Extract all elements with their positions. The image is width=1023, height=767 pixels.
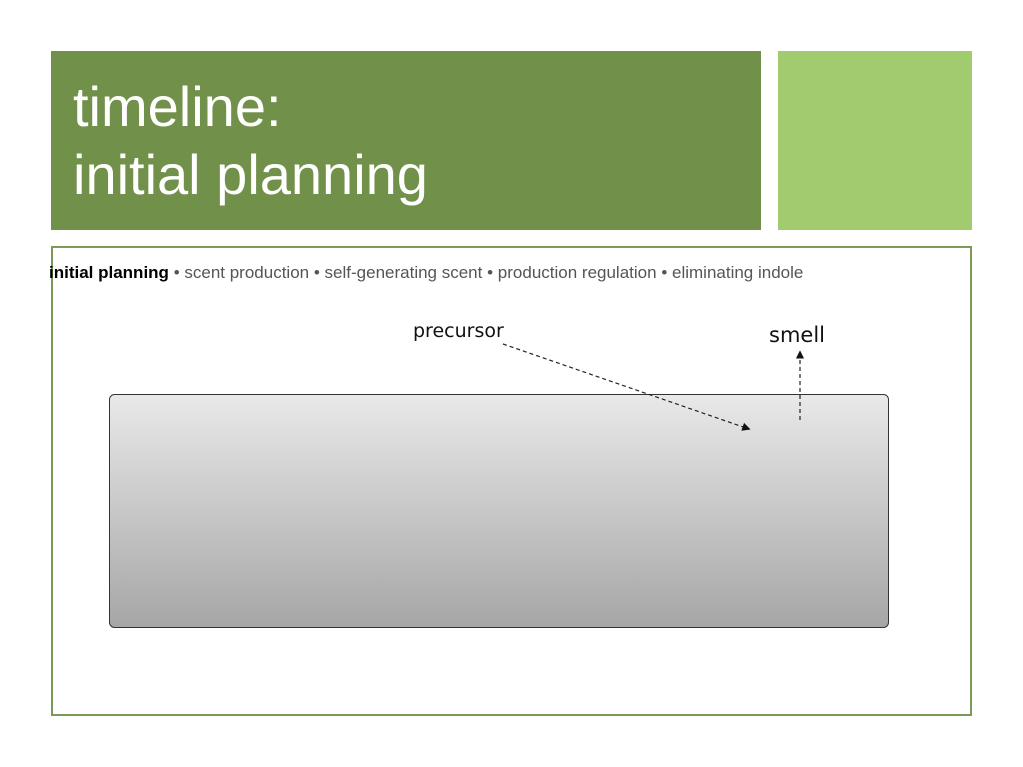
accent-square: [778, 51, 972, 230]
smell-label: smell: [769, 323, 825, 347]
slide-title-line-1: timeline:: [73, 75, 282, 138]
breadcrumb-separator: •: [313, 263, 320, 282]
breadcrumb-separator: •: [487, 263, 494, 282]
breadcrumb-item-production-regulation: production regulation: [497, 263, 657, 282]
breadcrumb-item-initial-planning: initial planning: [49, 263, 169, 282]
breadcrumb-separator: •: [173, 263, 180, 282]
breadcrumb-item-scent-production: scent production: [184, 263, 310, 282]
precursor-arrow: [502, 343, 751, 431]
title-bar: timeline: initial planning: [51, 51, 761, 230]
precursor-label: precursor: [413, 320, 504, 342]
breadcrumb: initial planning • scent production • se…: [49, 262, 989, 284]
cell-box: [109, 394, 889, 628]
breadcrumb-separator: •: [661, 263, 668, 282]
breadcrumb-item-eliminating-indole: eliminating indole: [672, 263, 804, 282]
slide-title-line-2: initial planning: [73, 143, 428, 206]
content-frame: [51, 246, 972, 716]
breadcrumb-item-self-generating-scent: self-generating scent: [324, 263, 483, 282]
